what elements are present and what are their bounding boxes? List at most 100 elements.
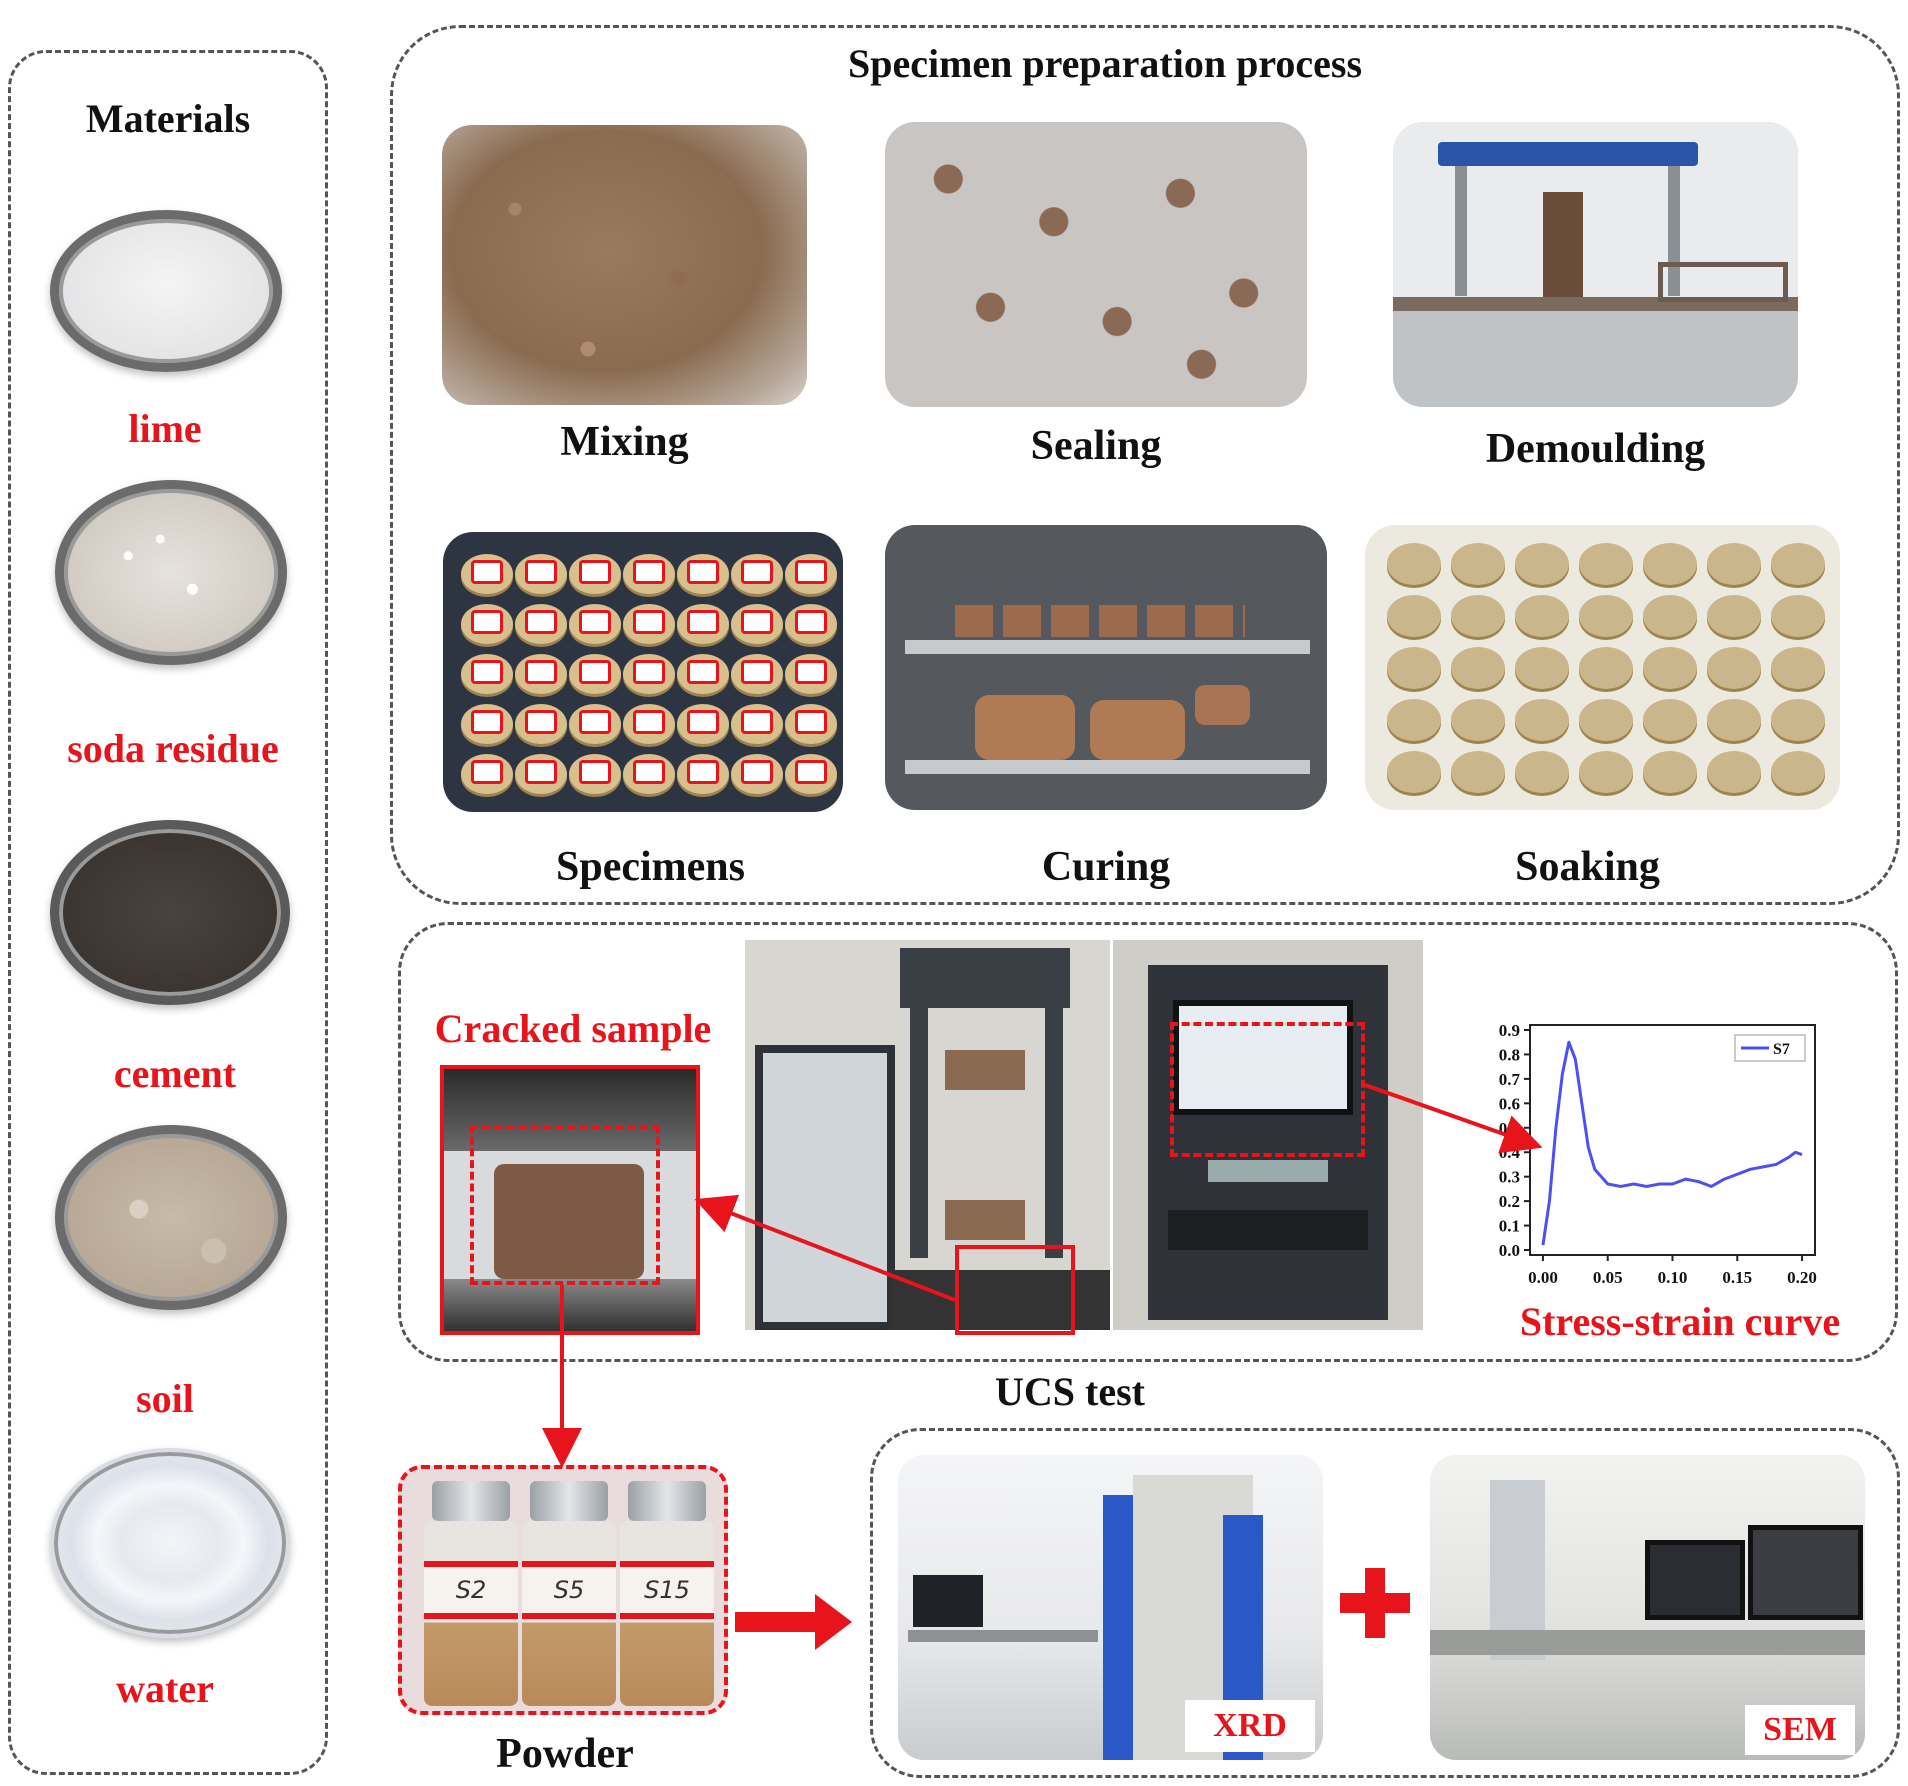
- cracked-sample-label: Cracked sample: [434, 1006, 712, 1051]
- soaked-specimen: [1579, 699, 1633, 741]
- material-label-lime: lime: [128, 406, 202, 451]
- demoulding-photo: [1393, 122, 1798, 407]
- monitor-highlight: [1170, 1022, 1365, 1157]
- step-label-soaking: Soaking: [1515, 844, 1660, 890]
- specimen-label-tag: [687, 560, 719, 584]
- material-label-soda-residue: soda residue: [67, 726, 279, 771]
- specimen-preparation-title: Specimen preparation process: [847, 41, 1363, 86]
- specimen-label-tag: [795, 560, 827, 584]
- specimen-label-tag: [525, 560, 557, 584]
- specimen-label-tag: [471, 660, 503, 684]
- soaked-specimen: [1771, 595, 1825, 637]
- specimen-label-tag: [525, 660, 557, 684]
- soaked-specimen: [1643, 595, 1697, 637]
- cement-bowl-image: [50, 820, 290, 1005]
- soaked-specimen: [1515, 699, 1569, 741]
- soaked-specimen: [1387, 751, 1441, 793]
- soaked-specimen: [1771, 751, 1825, 793]
- materials-title: Materials: [85, 96, 251, 141]
- soaked-specimen: [1387, 647, 1441, 689]
- curing-photo: [885, 525, 1327, 810]
- step-label-demoulding: Demoulding: [1485, 426, 1706, 472]
- soaked-specimen: [1387, 543, 1441, 585]
- specimen-label-tag: [471, 610, 503, 634]
- specimen-label-tag: [795, 660, 827, 684]
- specimen-label-tag: [579, 710, 611, 734]
- specimen-label-tag: [633, 660, 665, 684]
- soaked-specimen: [1387, 595, 1441, 637]
- soaked-specimen: [1707, 595, 1761, 637]
- specimen-label-tag: [525, 760, 557, 784]
- ucs-test-panel: [398, 922, 1898, 1362]
- soaked-specimen: [1515, 647, 1569, 689]
- soaked-specimen: [1643, 699, 1697, 741]
- cracked-sample-highlight: [470, 1125, 660, 1285]
- vial-cap: [628, 1481, 706, 1521]
- specimen-label-tag: [741, 560, 773, 584]
- soaked-specimen: [1707, 543, 1761, 585]
- specimen-label-tag: [471, 710, 503, 734]
- soaked-specimen: [1451, 751, 1505, 793]
- sealing-photo: [885, 122, 1307, 407]
- soaked-specimen: [1707, 647, 1761, 689]
- lime-bowl-image: [50, 210, 282, 372]
- specimen-label-tag: [633, 610, 665, 634]
- specimen-label-tag: [633, 560, 665, 584]
- specimen-label-tag: [633, 760, 665, 784]
- control-computer-photo: [1113, 940, 1423, 1330]
- soaked-specimen: [1579, 751, 1633, 793]
- soaked-specimen: [1771, 699, 1825, 741]
- soaked-specimen: [1579, 543, 1633, 585]
- soaked-specimen: [1707, 751, 1761, 793]
- specimen-label-tag: [579, 610, 611, 634]
- specimen-label-tag: [687, 610, 719, 634]
- vial-label: S2: [424, 1561, 518, 1619]
- xrd-photo: [898, 1455, 1323, 1760]
- soaked-specimen: [1451, 595, 1505, 637]
- soaked-specimen: [1451, 699, 1505, 741]
- soaked-specimen: [1387, 699, 1441, 741]
- soaked-specimen: [1451, 543, 1505, 585]
- stress-strain-curve-label: Stress-strain curve: [1519, 1299, 1841, 1344]
- specimen-label-tag: [633, 710, 665, 734]
- specimen-label-tag: [687, 760, 719, 784]
- soda-residue-bowl-image: [55, 480, 287, 665]
- material-label-soil: soil: [136, 1376, 194, 1421]
- soaked-specimen: [1643, 543, 1697, 585]
- specimen-label-tag: [795, 710, 827, 734]
- soaked-specimen: [1579, 647, 1633, 689]
- ucs-test-title: UCS test: [995, 1369, 1145, 1414]
- ucs-loading-area-highlight: [955, 1245, 1075, 1335]
- specimen-label-tag: [795, 610, 827, 634]
- soaked-specimen: [1771, 647, 1825, 689]
- step-label-mixing: Mixing: [560, 419, 689, 465]
- specimen-preparation-panel: [390, 25, 1900, 905]
- soaked-specimen: [1643, 647, 1697, 689]
- specimen-label-tag: [525, 710, 557, 734]
- vial-cap: [432, 1481, 510, 1521]
- specimen-label-tag: [579, 660, 611, 684]
- specimen-label-tag: [741, 660, 773, 684]
- material-label-water: water: [116, 1666, 214, 1711]
- specimen-label-tag: [471, 560, 503, 584]
- plus-icon: [1340, 1568, 1410, 1638]
- xrd-label: XRD: [1185, 1700, 1315, 1752]
- specimen-label-tag: [471, 760, 503, 784]
- soaked-specimen: [1579, 595, 1633, 637]
- step-label-specimens: Specimens: [556, 844, 745, 890]
- soaked-specimen: [1643, 751, 1697, 793]
- material-label-cement: cement: [113, 1051, 237, 1096]
- step-label-curing: Curing: [1041, 844, 1171, 890]
- specimen-label-tag: [741, 710, 773, 734]
- water-bowl-image: [50, 1448, 290, 1638]
- soaked-specimen: [1515, 751, 1569, 793]
- specimen-label-tag: [579, 560, 611, 584]
- sem-label: SEM: [1745, 1705, 1855, 1755]
- soaked-specimen: [1515, 595, 1569, 637]
- materials-panel: [8, 50, 328, 1775]
- arrow-powder-to-analysis: [735, 1594, 852, 1650]
- specimens-photo: [443, 532, 843, 812]
- analysis-panel: [870, 1428, 1900, 1778]
